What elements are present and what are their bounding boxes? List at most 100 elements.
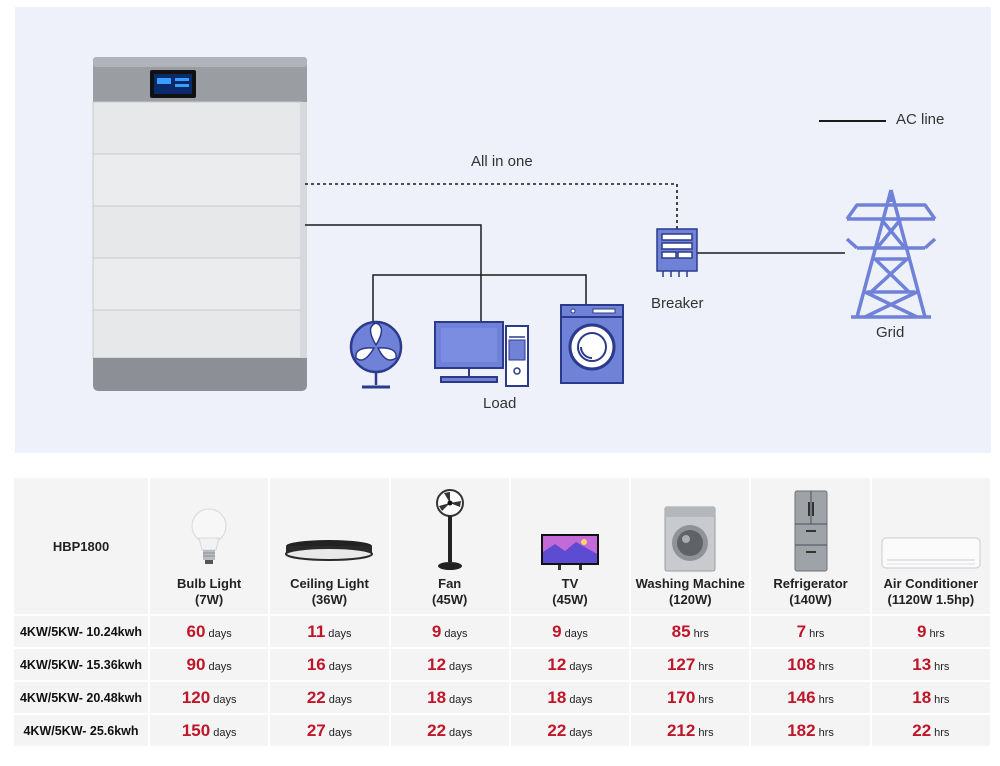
appliance-name: Washing Machine (635, 576, 745, 591)
runtime-value: 60 (186, 621, 206, 641)
tv-icon (540, 534, 599, 570)
appliance-name: Air Conditioner (883, 576, 979, 591)
runtime-value: 146 (787, 687, 816, 707)
runtime-unit: hrs (698, 693, 714, 706)
runtime-value: 108 (787, 654, 816, 674)
air-conditioner-icon (881, 537, 981, 569)
fan-icon (349, 320, 403, 389)
capacity-cell: 4KW/5KW- 20.48kwh (14, 680, 148, 713)
runtime-value: 182 (787, 720, 816, 740)
runtime-unit: hrs (698, 660, 714, 673)
load-label: Load (483, 395, 517, 412)
runtime-value: 170 (666, 687, 696, 707)
runtime-unit: hrs (934, 726, 950, 739)
runtime-unit: days (328, 726, 352, 739)
runtime-unit: days (328, 693, 352, 706)
appliance-header: Refrigerator (140W) (751, 478, 870, 614)
runtime-unit: days (569, 726, 593, 739)
legend-label: AC line (896, 111, 945, 128)
runtime-unit: days (564, 627, 588, 640)
capacity-cell: 4KW/5KW- 10.24kwh (14, 614, 148, 647)
runtime-value: 90 (186, 654, 206, 674)
appliance-name: Bulb Light (177, 576, 242, 591)
runtime-unit: hrs (929, 627, 945, 640)
runtime-value: 22 (912, 720, 932, 740)
appliance-rating: (1120W 1.5hp) (887, 592, 975, 607)
runtime-value: 85 (671, 621, 691, 641)
appliance-header: Bulb Light (7W) (150, 478, 269, 614)
appliance-name: Fan (438, 576, 462, 591)
appliance-rating: (120W) (668, 592, 712, 607)
breaker-meter-icon (656, 228, 698, 277)
runtime-unit: days (208, 660, 232, 673)
appliance-rating: (45W) (432, 592, 468, 607)
runtime-value: 16 (306, 654, 326, 674)
appliance-header: Air Conditioner (1120W 1.5hp) (871, 478, 990, 614)
ac-lines (305, 224, 845, 325)
capacity-cell: 4KW/5KW- 25.6kwh (14, 713, 148, 746)
appliance-header: TV (45W) (510, 478, 630, 614)
runtime-unit: hrs (934, 693, 950, 706)
computer-icon (434, 321, 529, 387)
runtime-unit: days (328, 660, 352, 673)
washing-machine-icon (560, 304, 624, 384)
model-header: HBP1800 (14, 478, 148, 614)
appliance-name: TV (561, 576, 579, 591)
appliance-name: Refrigerator (773, 576, 848, 591)
runtime-value: 27 (306, 720, 326, 740)
runtime-value: 22 (547, 720, 567, 740)
runtime-value: 13 (912, 654, 932, 674)
runtime-unit: days (449, 660, 473, 673)
all-in-one-dotted-line (305, 183, 678, 229)
appliance-name: Ceiling Light (290, 576, 369, 591)
appliance-rating: (36W) (311, 592, 348, 607)
runtime-value: 9 (431, 621, 442, 641)
appliance-header: Washing Machine (120W) (631, 478, 750, 614)
runtime-unit: hrs (818, 660, 834, 673)
runtime-value: 9 (916, 621, 927, 641)
all-in-one-label: All in one (471, 153, 533, 170)
refrigerator-icon (794, 490, 828, 572)
grid-label: Grid (876, 324, 905, 341)
runtime-unit: days (569, 693, 593, 706)
battery-stack-icon (92, 57, 307, 391)
runtime-unit: hrs (818, 693, 834, 706)
appliance-rating: (45W) (552, 592, 588, 607)
runtime-value: 18 (547, 687, 567, 707)
appliance-rating: (140W) (789, 592, 832, 607)
diagram-canvas (92, 57, 937, 391)
table-header-row: HBP1800 Bulb Light (7W) (14, 478, 990, 614)
runtime-unit: days (328, 627, 352, 640)
bulb-icon (191, 508, 227, 564)
runtime-table: HBP1800 Bulb Light (7W) (12, 478, 992, 746)
transmission-tower-icon (845, 189, 937, 319)
runtime-unit: days (569, 660, 593, 673)
runtime-unit: hrs (693, 627, 709, 640)
runtime-value: 18 (912, 687, 932, 707)
runtime-value: 12 (547, 654, 567, 674)
runtime-unit: days (444, 627, 468, 640)
runtime-value: 18 (427, 687, 447, 707)
runtime-value: 11 (307, 621, 326, 641)
runtime-value: 150 (181, 720, 211, 740)
